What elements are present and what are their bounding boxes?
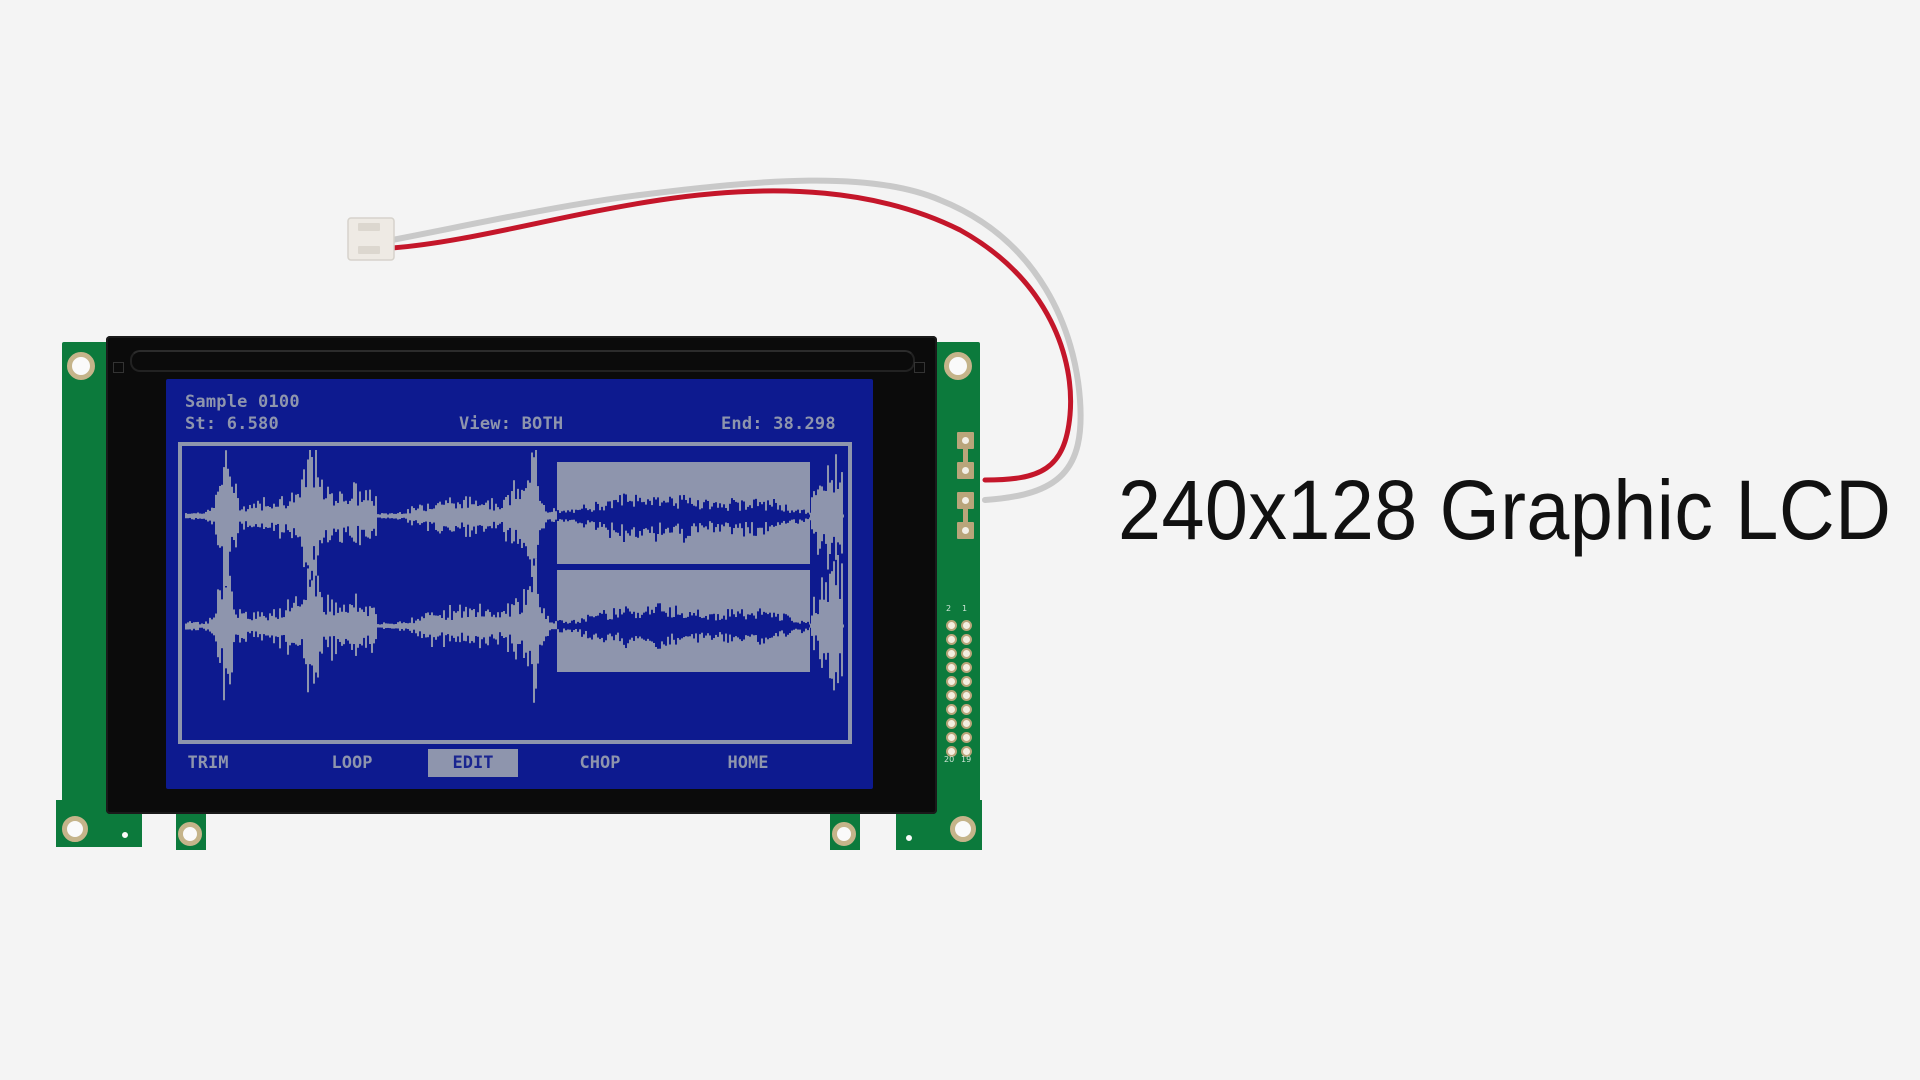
product-title: 240x128 Graphic LCD [1118,463,1892,557]
lcd-screen: Sample 0100 St: 6.580 View: BOTH End: 38… [166,379,873,789]
mounting-hole-top-right [944,352,972,380]
header-pin [946,704,957,715]
menu-trim[interactable]: TRIM [187,753,229,773]
header-pin [961,662,972,673]
pin-label-19: 19 [961,755,972,764]
header-pin [961,634,972,645]
waveform-frame[interactable] [178,442,852,744]
mounting-hole-tab-right [832,822,856,846]
mounting-hole-bottom-right [950,816,976,842]
sample-label: Sample 0100 [185,392,300,412]
bezel-groove [130,350,915,372]
header-pin [946,634,957,645]
pin-label-20: 20 [944,755,955,764]
pin-label-2: 2 [946,604,952,613]
mounting-hole-tab-left [178,822,202,846]
bezel-notch-left [113,362,124,373]
header-pin [961,704,972,715]
view-mode: View: BOTH [459,414,564,434]
menu-loop[interactable]: LOOP [331,753,373,773]
header-pin [946,648,957,659]
header-pin [961,690,972,701]
mounting-hole-top-left [67,352,95,380]
pin-label-1: 1 [962,604,968,613]
start-value: St: 6.580 [185,414,279,434]
header-pin [961,732,972,743]
header-pin [946,718,957,729]
header-pin [961,746,972,757]
header-pin [961,718,972,729]
header-pin [946,690,957,701]
header-pin [961,676,972,687]
header-pin [946,620,957,631]
header-pin [946,676,957,687]
header-pin [946,732,957,743]
waveform-display [185,450,844,703]
end-value: End: 38.298 [721,414,836,434]
via-hole-right [903,832,915,844]
via-hole-left [119,829,131,841]
bezel-notch-right [914,362,925,373]
header-pin [946,746,957,757]
menu-edit[interactable]: EDIT [428,749,518,777]
menu-home[interactable]: HOME [727,753,769,773]
header-pin [961,648,972,659]
mounting-hole-bottom-left [62,816,88,842]
header-pin [946,662,957,673]
jst-connector [347,217,395,261]
menu-chop[interactable]: CHOP [579,753,621,773]
header-pin [961,620,972,631]
